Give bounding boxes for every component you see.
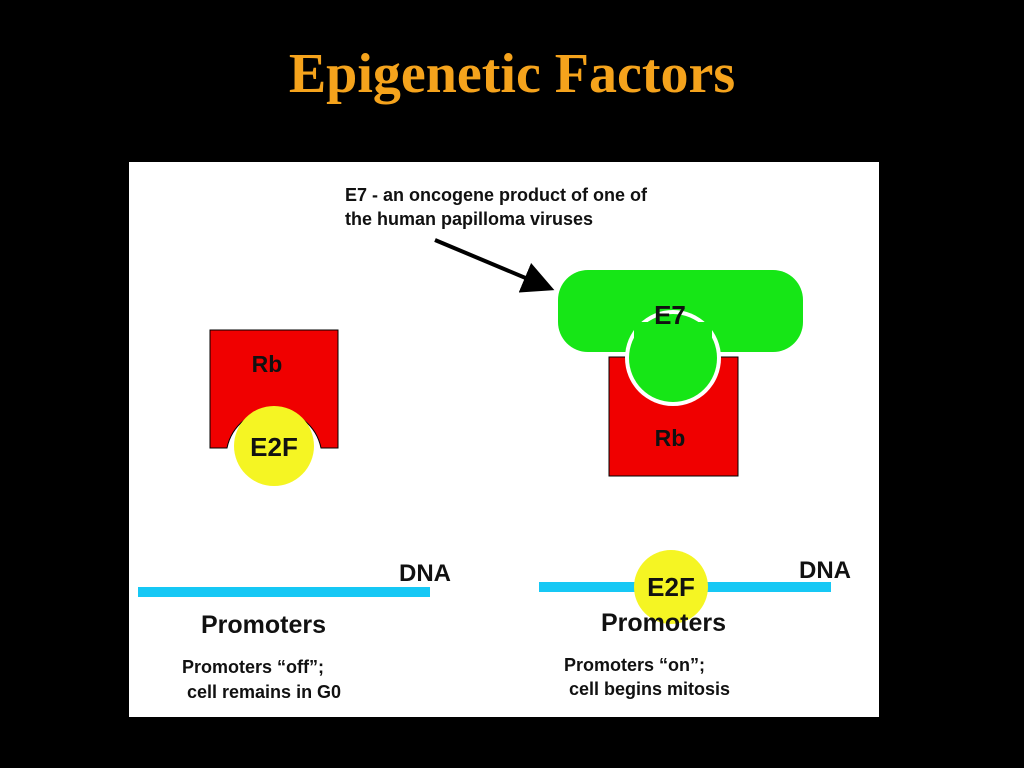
caption-right-line2: cell begins mitosis [569,679,730,699]
right-panel: E7 - an oncogene product of one of the h… [345,185,851,699]
e2f-label-right: E2F [647,572,695,602]
annotation-arrow [434,238,555,293]
caption-left-line2: cell remains in G0 [187,682,341,702]
promoters-label-right: Promoters [601,609,726,637]
dna-label-right: DNA [799,557,851,584]
slide-title: Epigenetic Factors [288,43,736,105]
e7-annotation-line1: E7 - an oncogene product of one of [345,185,648,205]
e2f-label-left: E2F [250,432,298,462]
dna-strand-left [138,587,430,597]
rb-label-right: Rb [655,425,686,451]
e7-label: E7 [654,300,686,330]
promoters-label-left: Promoters [201,611,326,639]
left-panel: Rb E2F DNA Promoters Promoters “off”; ce… [138,329,451,702]
e7-oncoprotein [558,270,803,406]
diagram-svg: Rb E2F DNA Promoters Promoters “off”; ce… [138,185,851,702]
e7-annotation-line2: the human papilloma viruses [345,209,593,229]
e2f-factor-left [234,406,314,486]
dna-label-left: DNA [399,560,451,587]
e2f-factor-right [634,550,708,624]
caption-right-line1: Promoters “on”; [564,655,705,675]
diagram-figure: Rb E2F DNA Promoters Promoters “off”; ce… [129,162,879,717]
caption-left-line1: Promoters “off”; [182,657,324,677]
rb-label-left: Rb [252,351,283,377]
